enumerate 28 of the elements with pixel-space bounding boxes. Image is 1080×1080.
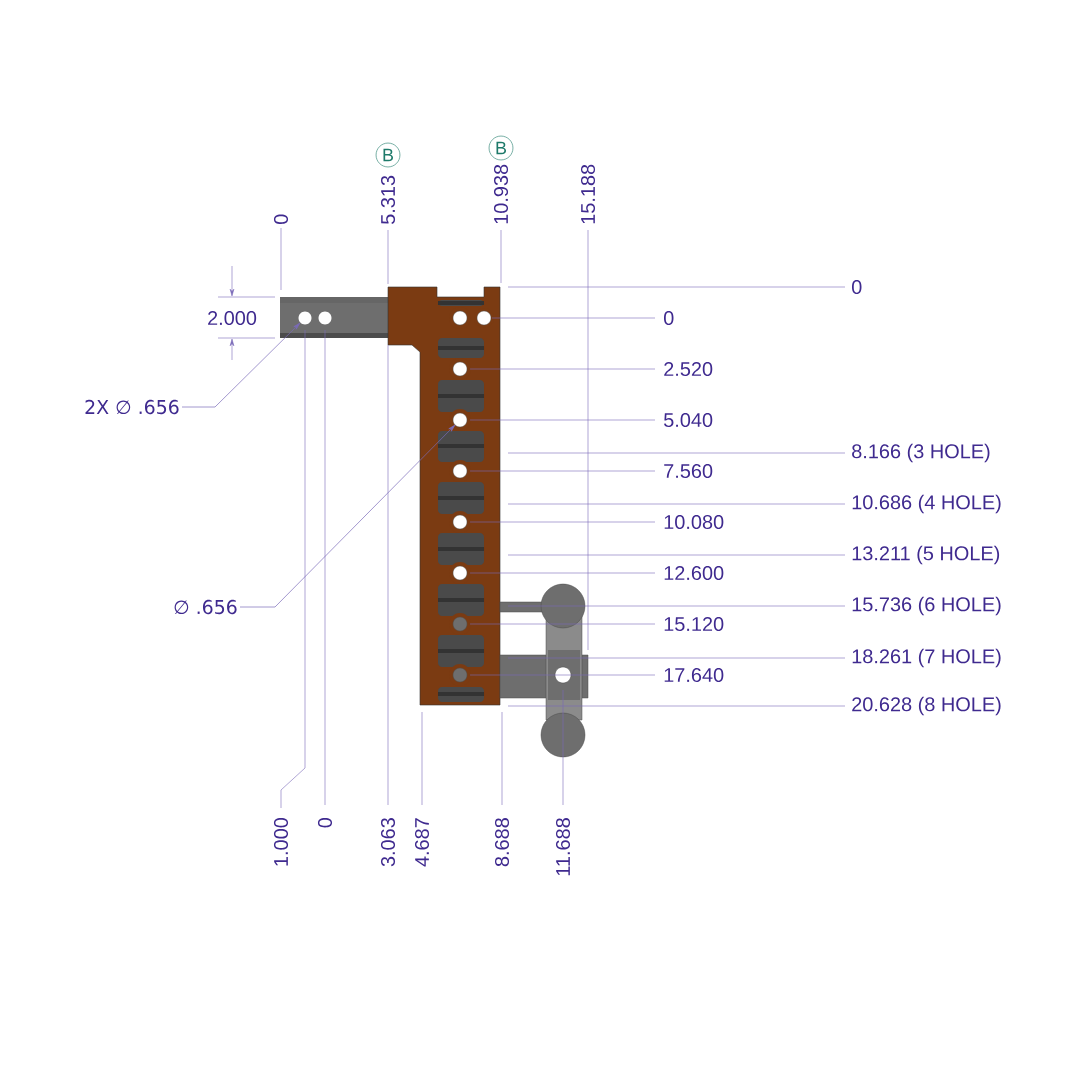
dimension-text: 15.188 <box>580 164 596 224</box>
dimension-text: 15.736 (6 HOLE) <box>852 596 1001 616</box>
dimension-text: 15.120 <box>664 616 724 632</box>
dimension-text: 5.040 <box>664 412 713 428</box>
dimension-text: 8.166 (3 HOLE) <box>852 443 990 463</box>
dimension-text: 0 <box>664 310 674 326</box>
callout-text: ∅ .656 <box>174 599 237 615</box>
callout-text: 2X ∅ .656 <box>85 399 179 415</box>
dimension-text: 18.261 (7 HOLE) <box>852 648 1001 668</box>
dimension-text: 11.688 <box>555 818 571 876</box>
dimension-text: 4.687 <box>414 818 430 867</box>
leader-line <box>181 322 301 408</box>
dimension-text: 0 <box>317 818 333 828</box>
dimension-text: 0 <box>852 279 862 295</box>
dimension-text: 2.000 <box>208 310 257 326</box>
dimension-text: 8.688 <box>494 818 510 867</box>
dimension-text: 2.520 <box>664 361 713 377</box>
dimension-text: 3.063 <box>380 818 396 867</box>
dimension-text: 13.211 (5 HOLE) <box>852 545 1000 565</box>
dimension-text: 20.628 (8 HOLE) <box>852 696 1001 716</box>
dimension-text: 17.640 <box>664 667 724 683</box>
dimension-text: 7.560 <box>664 463 713 479</box>
dimension-text: 10.686 (4 HOLE) <box>852 494 1001 514</box>
dimension-text: 12.600 <box>664 565 724 581</box>
dimension-text: 1.000 <box>273 818 289 866</box>
dimension-text: 0 <box>273 214 289 225</box>
leader-line <box>239 424 456 608</box>
dimension-text: 10.080 <box>664 514 724 530</box>
